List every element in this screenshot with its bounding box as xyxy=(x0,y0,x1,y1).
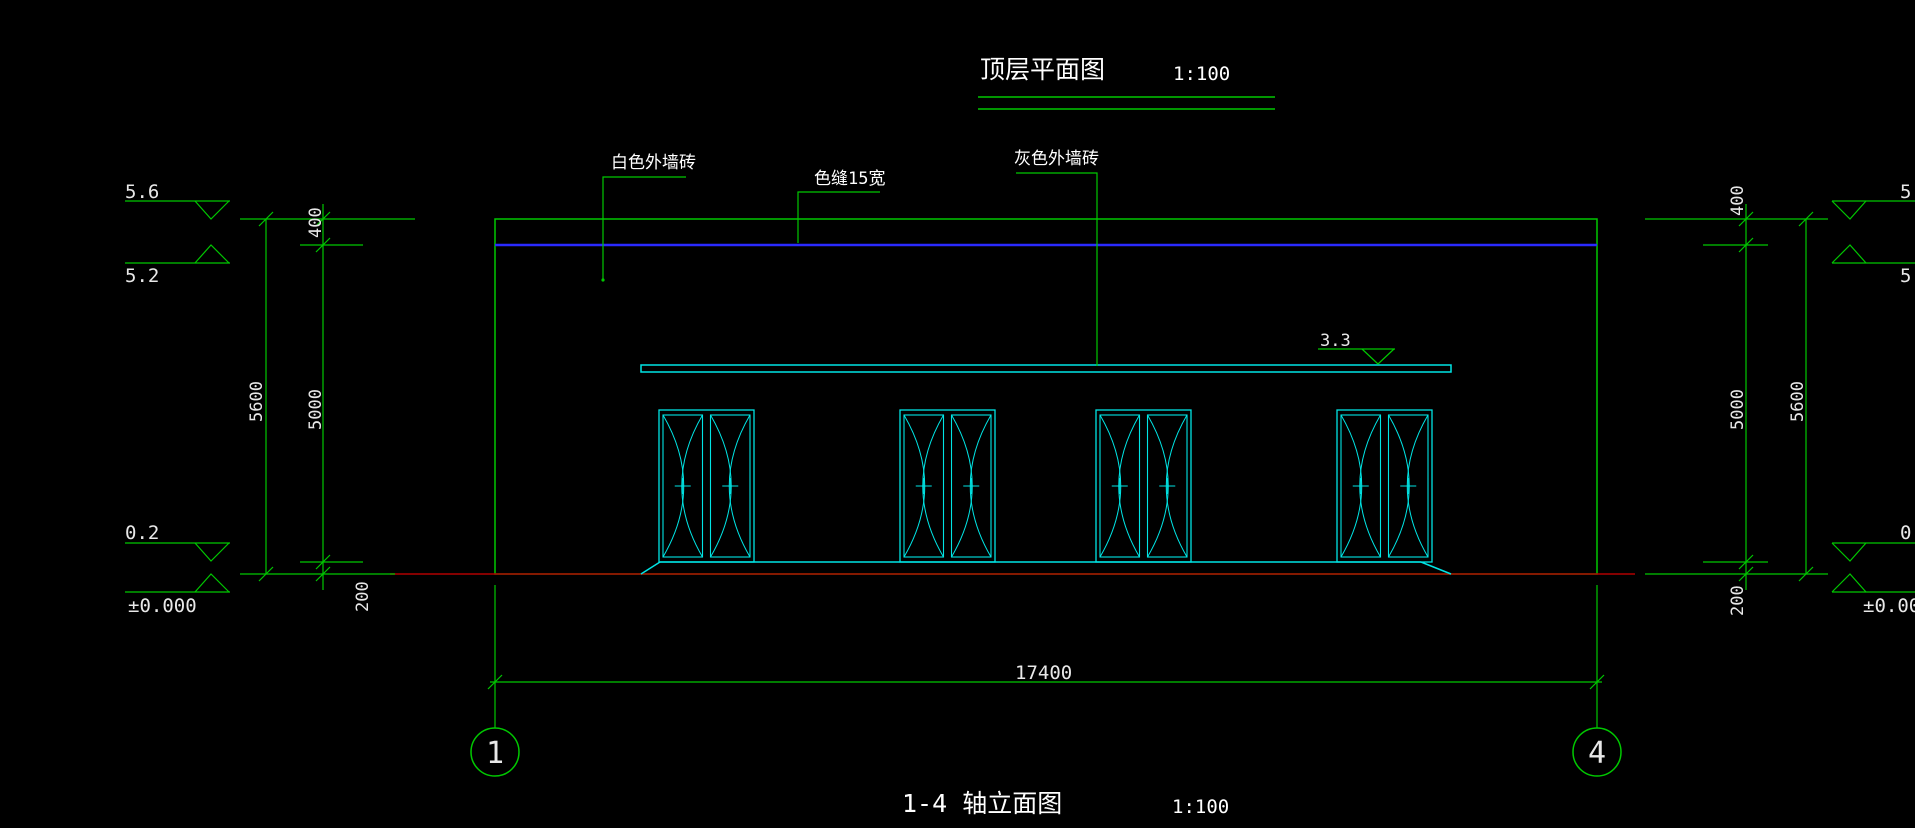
leader-color-joint: 色缝15宽 xyxy=(797,169,885,243)
left-tick xyxy=(315,566,331,582)
right-tick xyxy=(1738,211,1754,227)
right-tick xyxy=(1798,211,1814,227)
axis-label-4: 4 xyxy=(1588,736,1606,771)
door-leaf xyxy=(1099,414,1141,558)
color-joint-leader xyxy=(797,191,880,243)
door-unit-2 xyxy=(899,409,996,563)
width-tick-right xyxy=(1589,674,1605,690)
door-frame xyxy=(1336,409,1433,563)
axis-bubble-1: 1 xyxy=(470,727,520,777)
left-level-5.6-tri xyxy=(194,200,230,220)
left-level-marks: 5.6 5.2 0.2 ±0.000 xyxy=(125,181,230,617)
elevation-title: 1-4 轴立面图 xyxy=(902,789,1062,818)
canopy-level-triangle xyxy=(1361,348,1395,365)
right-level-0.000-tri xyxy=(1831,573,1867,593)
gray-brick-label: 灰色外墙砖 xyxy=(1014,149,1099,169)
left-dim-5000: 5000 xyxy=(306,389,326,430)
building-outline xyxy=(390,218,1635,575)
left-dimensions: 400 5000 5600 200 xyxy=(240,204,415,612)
window-group xyxy=(658,409,1433,563)
white-brick-dot xyxy=(601,278,605,282)
axis-bubble-4: 4 xyxy=(1572,727,1622,777)
door-leaf xyxy=(950,414,992,558)
door-leaf xyxy=(662,414,704,558)
door-frame xyxy=(658,409,755,563)
door-frame xyxy=(1095,409,1192,563)
right-dim-5600: 5600 xyxy=(1788,381,1808,422)
right-dim-200: 200 xyxy=(1728,585,1748,616)
color-joint-label: 色缝15宽 xyxy=(814,169,885,189)
leader-gray-brick: 灰色外墙砖 xyxy=(1014,149,1099,366)
leader-white-brick: 白色外墙砖 xyxy=(601,153,696,282)
right-level-0.2-tri xyxy=(1831,542,1867,562)
left-tick xyxy=(258,566,274,582)
width-dim-text: 17400 xyxy=(1015,662,1072,684)
left-dim-200: 200 xyxy=(353,581,373,612)
door-unit-3 xyxy=(1095,409,1192,563)
left-tick xyxy=(315,237,331,253)
top-plan-title: 顶层平面图 xyxy=(980,55,1105,84)
left-dim-400: 400 xyxy=(306,207,326,238)
door-leaf xyxy=(1340,414,1382,558)
right-tick xyxy=(1798,566,1814,582)
white-brick-label: 白色外墙砖 xyxy=(611,153,696,173)
left-level-5.6: 5.6 xyxy=(125,181,159,203)
width-tick-left xyxy=(487,674,503,690)
right-level-5.2: 5 xyxy=(1900,265,1911,287)
right-level-5.2-tri xyxy=(1831,244,1867,264)
right-level-5.6-tri xyxy=(1831,200,1867,220)
axis-circle-1 xyxy=(470,727,520,777)
gray-brick-leader xyxy=(1016,172,1098,366)
overall-width-dimension: 17400 xyxy=(487,585,1605,728)
right-tick xyxy=(1738,237,1754,253)
canopy-level-marker: 3.3 xyxy=(1318,331,1395,365)
right-level-marks: 5 5 0 ±0.00 xyxy=(1831,181,1915,617)
door-leaf xyxy=(1387,414,1429,558)
door-unit-1 xyxy=(658,409,755,563)
axis-circle-4 xyxy=(1572,727,1622,777)
step-left xyxy=(640,561,661,575)
left-level-0.2-tri xyxy=(194,542,230,562)
right-tick xyxy=(1738,554,1754,570)
right-dim-400: 400 xyxy=(1728,185,1748,216)
left-level-0.2: 0.2 xyxy=(125,522,159,544)
left-dim-5600: 5600 xyxy=(247,381,267,422)
left-level-0.000: ±0.000 xyxy=(128,595,197,617)
top-plan-scale: 1:100 xyxy=(1173,63,1230,85)
white-brick-leader xyxy=(602,176,686,280)
elevation-scale: 1:100 xyxy=(1172,796,1229,818)
step-right xyxy=(1420,561,1452,575)
left-tick xyxy=(258,211,274,227)
top-title-block: 顶层平面图 1:100 xyxy=(978,55,1275,110)
left-level-0.000-tri xyxy=(194,573,230,593)
right-tick xyxy=(1738,566,1754,582)
door-leaf xyxy=(709,414,751,558)
right-level-0.2: 0 xyxy=(1900,522,1911,544)
bottom-title-block: 1-4 轴立面图 1:100 xyxy=(902,789,1229,818)
left-level-5.2: 5.2 xyxy=(125,265,159,287)
canopy-level-text: 3.3 xyxy=(1320,331,1351,351)
right-level-5.6: 5 xyxy=(1900,181,1911,203)
left-tick xyxy=(315,554,331,570)
door-frame xyxy=(899,409,996,563)
door-leaf xyxy=(903,414,945,558)
door-leaf xyxy=(1146,414,1188,558)
right-dimensions: 400 5000 5600 200 xyxy=(1645,185,1828,616)
door-unit-4 xyxy=(1336,409,1433,563)
left-tick xyxy=(315,211,331,227)
axis-label-1: 1 xyxy=(486,736,504,771)
right-level-0.000: ±0.00 xyxy=(1863,595,1915,617)
left-level-5.2-tri xyxy=(194,244,230,264)
right-dim-5000: 5000 xyxy=(1728,389,1748,430)
canopy xyxy=(640,364,1452,373)
